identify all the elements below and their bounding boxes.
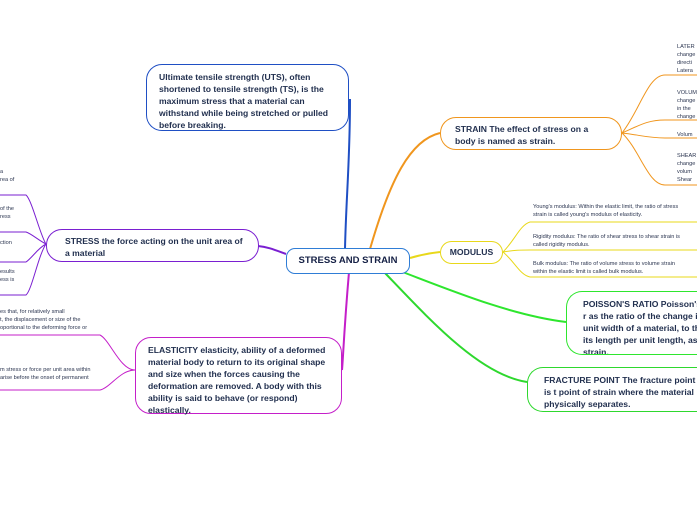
- stress-leaf-lines: [0, 194, 47, 296]
- central-topic[interactable]: STRESS AND STRAIN: [286, 248, 410, 274]
- fracture-text: FRACTURE POINT The fracture point is t p…: [544, 375, 696, 409]
- poisson-connector: [399, 270, 567, 323]
- modulus-leaf-rigidity: Rigidity modulus: The ratio of shear str…: [533, 234, 680, 248]
- elasticity-connector: [341, 271, 350, 371]
- modulus-leaf-bulk: Bulk modulus: The ratio of volume stress…: [533, 261, 675, 275]
- modulus-topic[interactable]: MODULUS: [440, 241, 503, 264]
- poisson-topic[interactable]: POISSON'S RATIO Poisson's r as the ratio…: [566, 291, 697, 355]
- uts-connector: [344, 99, 352, 250]
- uts-topic[interactable]: Ultimate tensile strength (UTS), often s…: [146, 64, 349, 131]
- strain-text: STRAIN The effect of stress on a body is…: [455, 124, 589, 146]
- strain-topic[interactable]: STRAIN The effect of stress on a body is…: [440, 117, 622, 150]
- stress-topic[interactable]: STRESS the force acting on the unit area…: [46, 229, 259, 262]
- fracture-topic[interactable]: FRACTURE POINT The fracture point is t p…: [527, 367, 697, 412]
- poisson-text: POISSON'S RATIO Poisson's r as the ratio…: [583, 299, 697, 355]
- uts-text: Ultimate tensile strength (UTS), often s…: [159, 72, 329, 130]
- central-title: STRESS AND STRAIN: [298, 255, 398, 266]
- strain-connector: [369, 132, 441, 250]
- elasticity-topic[interactable]: ELASTICITY elasticity, ability of a defo…: [135, 337, 342, 415]
- strain-leaf-volum: Volum: [677, 132, 693, 138]
- elasticity-text: ELASTICITY elasticity, ability of a defo…: [148, 345, 326, 415]
- stress-connector: [257, 245, 287, 255]
- fracture-connector: [384, 272, 528, 383]
- stress-leaf-3: ction: [0, 240, 12, 246]
- elasticity-leaf-lines: [0, 334, 136, 391]
- stress-text: STRESS the force acting on the unit area…: [65, 236, 243, 258]
- modulus-text: MODULUS: [449, 247, 494, 257]
- modulus-connector: [409, 251, 441, 259]
- modulus-leaf-lines: [502, 221, 697, 278]
- modulus-leaf-young: Young's modulus: Within the elastic limi…: [533, 204, 679, 218]
- strain-leaf-lines: [621, 74, 697, 186]
